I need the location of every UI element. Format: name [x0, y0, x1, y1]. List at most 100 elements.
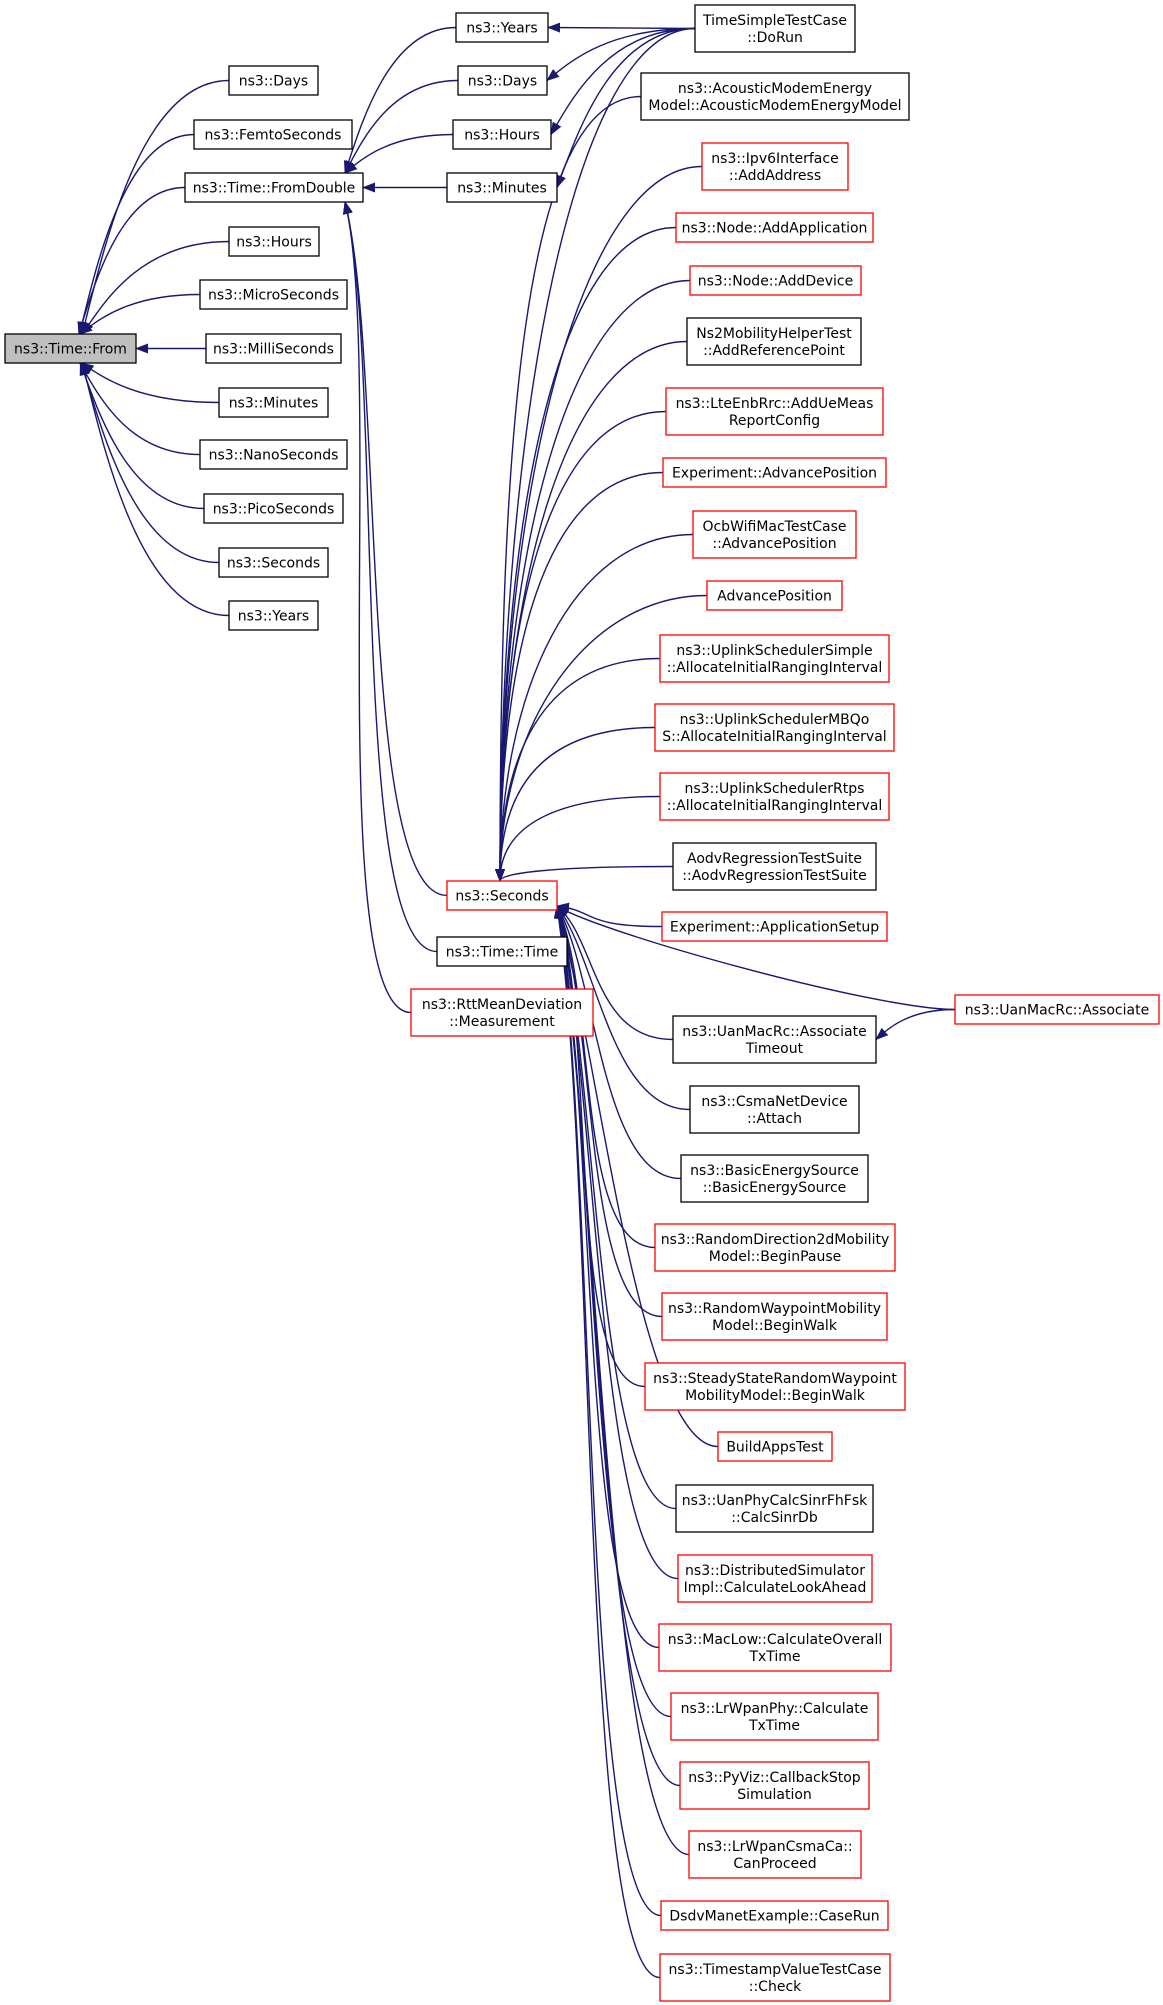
node-r3[interactable]: ns3::Ipv6Interface::AddAddress	[701, 142, 849, 191]
node-l-days[interactable]: ns3::Days	[228, 65, 319, 96]
node-label: ::AodvRegressionTestSuite	[682, 868, 866, 884]
node-r14[interactable]: AodvRegressionTestSuite::AodvRegressionT…	[672, 842, 877, 891]
node-box	[228, 600, 319, 631]
edge-r14-to-seconds	[495, 865, 674, 882]
node-box	[659, 772, 890, 821]
node-r18[interactable]: ns3::CsmaNetDevice::Attach	[689, 1085, 860, 1134]
node-label: Impl::CalculateLookAhead	[684, 1580, 867, 1596]
node-l-seconds[interactable]: ns3::Seconds	[218, 547, 329, 578]
node-box	[677, 1554, 873, 1603]
node-box	[954, 994, 1160, 1025]
node-m-years[interactable]: ns3::Years	[455, 12, 549, 43]
node-label: ns3::MacLow::CalculateOverall	[668, 1632, 883, 1648]
node-l-hours[interactable]: ns3::Hours	[228, 226, 320, 257]
edge-seconds-to-fromdouble	[343, 201, 448, 897]
edge-l-femto-to-from	[77, 133, 195, 335]
node-box	[662, 457, 887, 488]
node-r17[interactable]: ns3::UanMacRc::Associate	[954, 994, 1160, 1025]
node-m-minutes[interactable]: ns3::Minutes	[446, 172, 558, 203]
node-box	[706, 580, 843, 611]
node-label: AodvRegressionTestSuite	[687, 851, 862, 867]
node-label: ns3::RandomWaypointMobility	[668, 1301, 881, 1317]
node-r23[interactable]: BuildAppsTest	[717, 1431, 833, 1462]
node-r25[interactable]: ns3::DistributedSimulatorImpl::Calculate…	[677, 1554, 873, 1603]
node-r11[interactable]: ns3::UplinkSchedulerSimple::AllocateInit…	[659, 634, 890, 683]
node-l-years[interactable]: ns3::Years	[228, 600, 319, 631]
node-from[interactable]: ns3::Time::From	[4, 333, 137, 364]
node-label: ::Measurement	[449, 1014, 555, 1030]
node-label: ns3::UanMacRc::Associate	[682, 1024, 866, 1040]
node-box	[686, 317, 862, 366]
node-label: ns3::NanoSeconds	[209, 448, 339, 464]
edge-r1-to-m-years	[547, 22, 696, 33]
node-r31[interactable]: ns3::TimestampValueTestCase::Check	[659, 1953, 891, 2002]
node-label: Simulation	[737, 1787, 812, 1803]
node-r20[interactable]: ns3::RandomDirection2dMobilityModel::Beg…	[654, 1223, 896, 1272]
edge-r11-to-seconds	[495, 657, 661, 882]
node-r30[interactable]: DsdvManetExample::CaseRun	[660, 1900, 889, 1931]
node-time-time[interactable]: ns3::Time::Time	[436, 936, 568, 967]
node-r2[interactable]: ns3::AcousticModemEnergyModel::AcousticM…	[640, 72, 910, 121]
node-l-micro[interactable]: ns3::MicroSeconds	[199, 279, 348, 310]
node-r10[interactable]: AdvancePosition	[706, 580, 843, 611]
node-r5[interactable]: ns3::Node::AddDevice	[689, 265, 862, 296]
node-r29[interactable]: ns3::LrWpanCsmaCa::CanProceed	[688, 1830, 862, 1879]
node-box	[659, 634, 890, 683]
node-r9[interactable]: OcbWifiMacTestCase::AdvancePosition	[692, 510, 857, 559]
edge-r17-to-r16	[875, 1008, 956, 1041]
edge-l-pico-to-from	[79, 362, 205, 510]
edge-r29-to-seconds	[554, 905, 690, 1856]
node-label: ::AdvancePosition	[712, 536, 836, 552]
node-r24[interactable]: ns3::UanPhyCalcSinrFhFsk::CalcSinrDb	[675, 1484, 874, 1533]
node-label: S::AllocateInitialRangingInterval	[662, 729, 886, 745]
node-m-days[interactable]: ns3::Days	[457, 65, 548, 96]
edge-r19-to-seconds	[556, 905, 682, 1180]
node-label: ns3::Minutes	[229, 396, 319, 412]
node-l-minutes[interactable]: ns3::Minutes	[218, 387, 329, 418]
node-fromdouble[interactable]: ns3::Time::FromDouble	[184, 172, 364, 203]
node-label: ns3::Seconds	[455, 889, 548, 905]
node-r12[interactable]: ns3::UplinkSchedulerMBQoS::AllocateIniti…	[654, 703, 895, 752]
node-box	[675, 212, 874, 243]
edge-m-hours-to-fromdouble	[344, 133, 454, 174]
node-m-hours[interactable]: ns3::Hours	[452, 119, 552, 150]
node-r6[interactable]: Ns2MobilityHelperTest::AddReferencePoint	[686, 317, 862, 366]
node-r19[interactable]: ns3::BasicEnergySource::BasicEnergySourc…	[680, 1154, 869, 1203]
edge-r24-to-seconds	[555, 905, 677, 1510]
node-r8[interactable]: Experiment::AdvancePosition	[662, 457, 887, 488]
node-label: ns3::Hours	[236, 235, 312, 251]
node-label: ns3::MicroSeconds	[208, 288, 339, 304]
edge-l-micro-to-from	[79, 293, 201, 335]
node-l-femto[interactable]: ns3::FemtoSeconds	[193, 119, 353, 150]
node-r1[interactable]: TimeSimpleTestCase::DoRun	[694, 4, 856, 53]
node-box	[640, 72, 910, 121]
node-box	[455, 12, 549, 43]
node-label: Model::BeginWalk	[712, 1318, 838, 1334]
node-box	[717, 1431, 833, 1462]
node-box	[446, 880, 558, 911]
node-box	[679, 1761, 870, 1810]
node-l-nano[interactable]: ns3::NanoSeconds	[199, 439, 348, 470]
node-label: ns3::Hours	[464, 128, 540, 144]
edge-l-days-to-from	[80, 79, 230, 335]
node-label: ns3::Ipv6Interface	[711, 151, 838, 167]
node-r4[interactable]: ns3::Node::AddApplication	[675, 212, 874, 243]
node-r15[interactable]: Experiment::ApplicationSetup	[661, 911, 888, 942]
node-r13[interactable]: ns3::UplinkSchedulerRtps::AllocateInitia…	[659, 772, 890, 821]
node-label: ns3::UanPhyCalcSinrFhFsk	[682, 1493, 868, 1509]
node-r22[interactable]: ns3::SteadyStateRandomWaypointMobilityMo…	[644, 1362, 906, 1411]
node-label: ns3::Days	[468, 74, 537, 90]
node-label: ns3::Years	[238, 609, 309, 625]
node-label: ns3::LteEnbRrc::AddUeMeas	[676, 396, 874, 412]
node-rtt[interactable]: ns3::RttMeanDeviation::Measurement	[410, 988, 594, 1037]
node-l-pico[interactable]: ns3::PicoSeconds	[203, 493, 344, 524]
node-seconds[interactable]: ns3::Seconds	[446, 880, 558, 911]
node-l-milli[interactable]: ns3::MilliSeconds	[205, 333, 342, 364]
node-r21[interactable]: ns3::RandomWaypointMobilityModel::BeginW…	[661, 1292, 888, 1341]
node-label: ::Check	[749, 1979, 802, 1995]
